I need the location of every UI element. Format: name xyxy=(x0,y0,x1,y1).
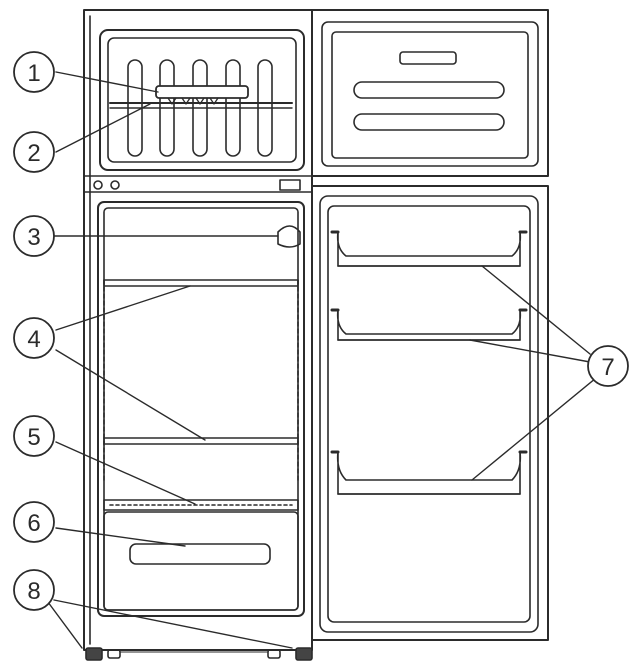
hinge-icon xyxy=(279,179,301,191)
ice-tray[interactable] xyxy=(155,85,249,99)
glass-shelf[interactable] xyxy=(103,279,299,287)
callout-2: 2 xyxy=(13,131,55,173)
callout-7: 7 xyxy=(587,345,629,387)
callout-8: 8 xyxy=(13,569,55,611)
callout-label: 6 xyxy=(27,510,40,537)
glass-shelf[interactable] xyxy=(103,437,299,445)
fridge-interior xyxy=(97,201,305,617)
callout-label: 1 xyxy=(27,60,40,87)
foot-icon xyxy=(85,647,103,661)
vegetable-drawer[interactable] xyxy=(103,511,299,611)
control-knob-icon[interactable] xyxy=(93,180,103,190)
freezer-compartment xyxy=(99,29,305,171)
callout-label: 7 xyxy=(601,354,614,381)
lamp-icon xyxy=(277,225,301,248)
callout-label: 5 xyxy=(27,424,40,451)
control-knob-icon[interactable] xyxy=(110,180,120,190)
callout-1: 1 xyxy=(13,51,55,93)
callout-label: 3 xyxy=(27,224,40,251)
door-bin[interactable] xyxy=(330,308,528,341)
foot-icon xyxy=(295,647,313,661)
control-panel-icon xyxy=(399,51,457,65)
callout-label: 4 xyxy=(27,326,40,353)
callout-6: 6 xyxy=(13,501,55,543)
callout-3: 3 xyxy=(13,215,55,257)
freezer-door[interactable] xyxy=(311,9,549,177)
door-bin[interactable] xyxy=(330,230,528,267)
callout-5: 5 xyxy=(13,415,55,457)
fridge-door[interactable] xyxy=(311,185,549,641)
door-bin[interactable] xyxy=(330,450,528,495)
callout-label: 2 xyxy=(27,140,40,167)
fridge-cabinet xyxy=(83,9,313,651)
adjustable-feet xyxy=(85,647,313,661)
callout-label: 8 xyxy=(27,578,40,605)
crisper-cover[interactable] xyxy=(103,499,299,511)
callout-4: 4 xyxy=(13,317,55,359)
